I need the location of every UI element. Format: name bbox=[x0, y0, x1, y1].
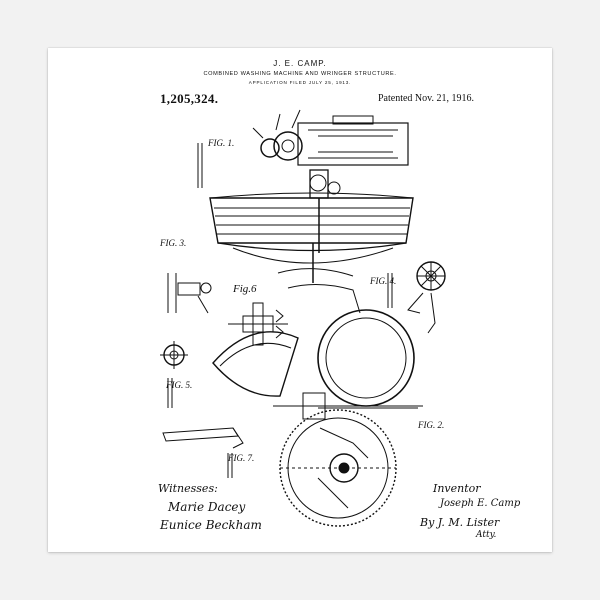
attorney-signature: By J. M. Lister bbox=[420, 516, 500, 529]
witnesses-label: Witnesses: bbox=[158, 482, 218, 495]
fig6-label: Fig.6 bbox=[233, 283, 257, 295]
inventor-label: Inventor bbox=[433, 482, 481, 495]
figure-reference-lines bbox=[167, 143, 393, 478]
fig4-label: FIG. 4. bbox=[370, 276, 397, 286]
patent-title: COMBINED WASHING MACHINE AND WRINGER STR… bbox=[203, 71, 397, 77]
application-filed: APPLICATION FILED JULY 25, 1913. bbox=[248, 80, 352, 85]
patented-date: Patented Nov. 21, 1916. bbox=[378, 93, 475, 104]
fig3-label: FIG. 3. bbox=[160, 238, 187, 248]
fig7-lever bbox=[162, 427, 244, 449]
attorney-suffix: Atty. bbox=[476, 530, 497, 540]
wash-tub bbox=[209, 192, 414, 314]
fig5-detail bbox=[160, 341, 188, 369]
fig6-gear-detail bbox=[228, 302, 288, 346]
fig2-label: FIG. 2. bbox=[418, 420, 445, 430]
patent-drawing bbox=[160, 109, 446, 527]
fig1-label: FIG. 1. bbox=[208, 138, 235, 148]
fig4-handwheel bbox=[407, 261, 446, 334]
patent-print: J. E. CAMP. COMBINED WASHING MACHINE AND… bbox=[48, 48, 552, 552]
fig5-label: FIG. 5. bbox=[166, 380, 193, 390]
patent-inventor-heading: J. E. CAMP. bbox=[273, 59, 327, 68]
patent-number: 1,205,324. bbox=[160, 91, 219, 106]
patent-sheet: J. E. CAMP. COMBINED WASHING MACHINE AND… bbox=[48, 48, 552, 552]
witness-2-signature: Eunice Beckham bbox=[160, 518, 262, 532]
inventor-signature: Joseph E. Camp bbox=[440, 498, 521, 509]
witness-1-signature: Marie Dacey bbox=[168, 500, 246, 514]
fig2-drive-wheel bbox=[279, 409, 397, 527]
drum-plates bbox=[212, 309, 423, 420]
fig3-detail bbox=[167, 273, 212, 314]
fig7-label: FIG. 7. bbox=[228, 453, 255, 463]
wringer-assembly bbox=[252, 109, 409, 253]
